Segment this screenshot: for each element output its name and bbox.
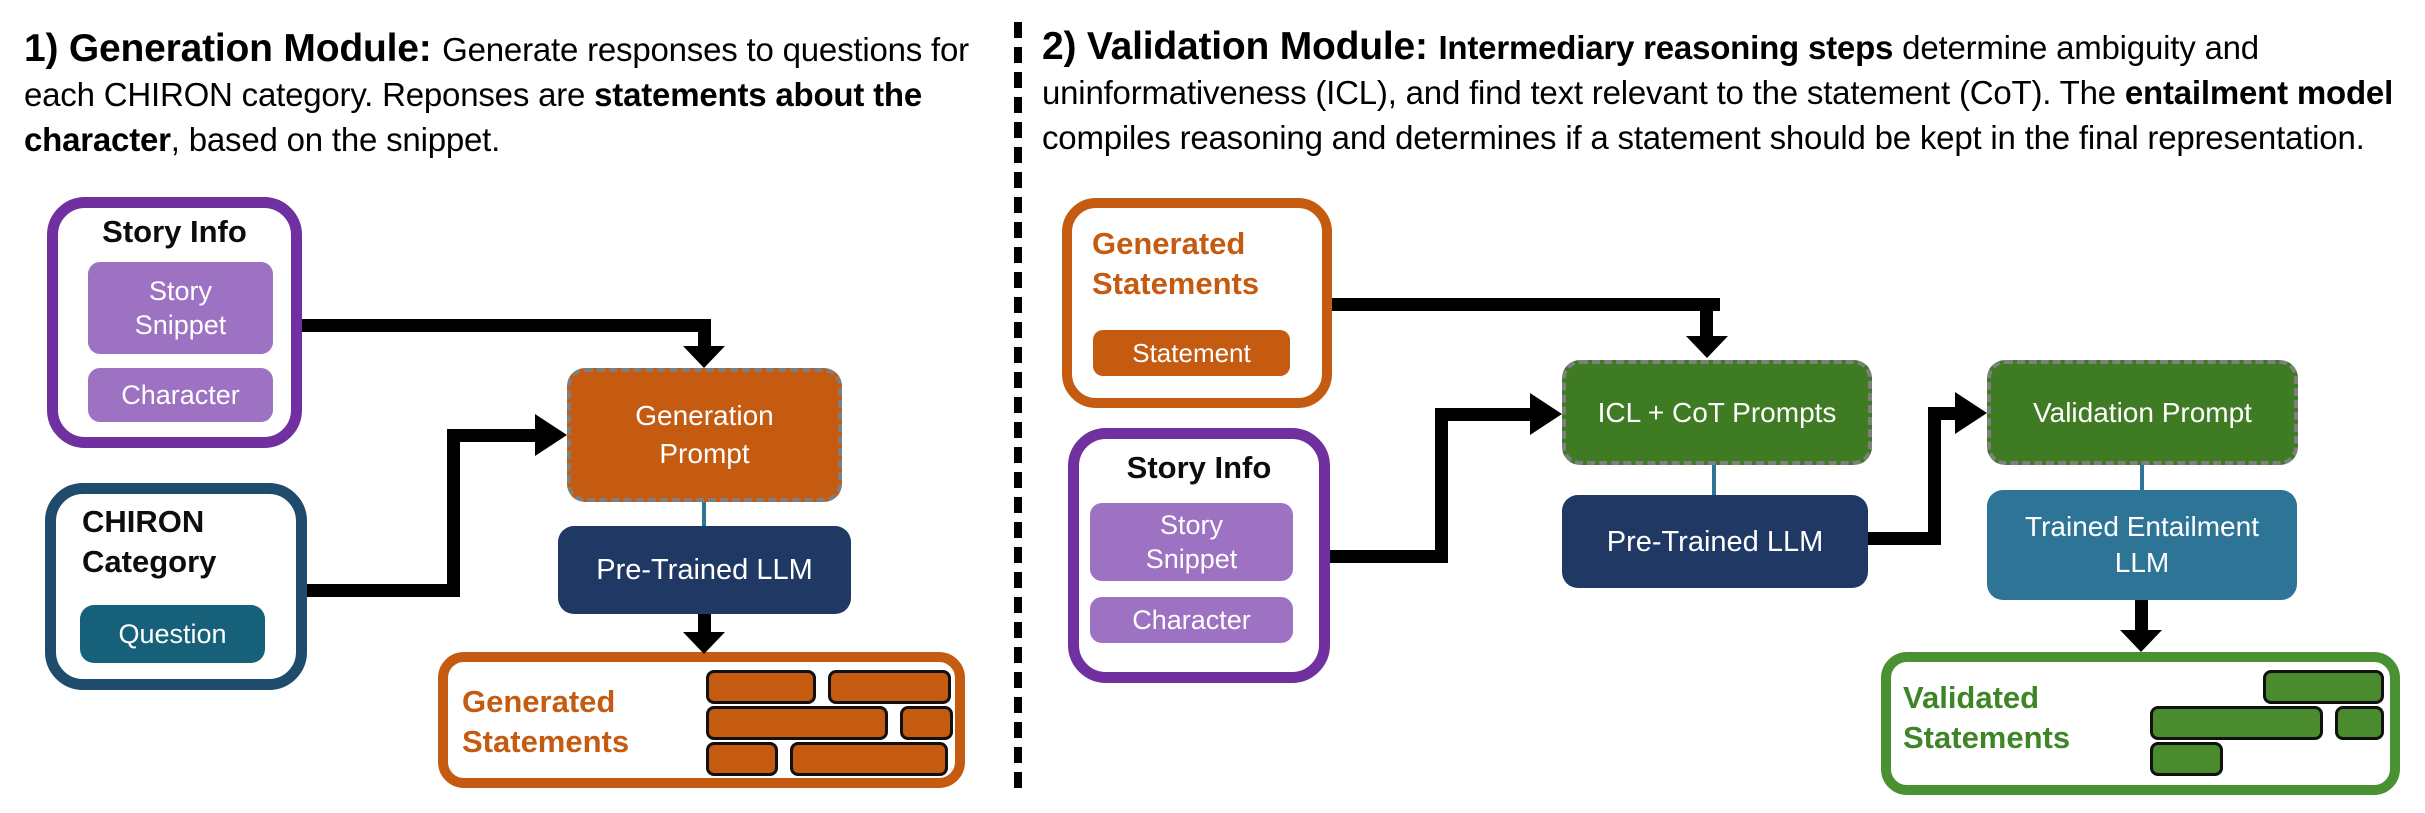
statement-bar [790, 742, 948, 776]
arrowhead-into-generated-statements [683, 632, 725, 654]
arrow-llm-to-validation-horizontal1 [1868, 532, 1941, 545]
story-snippet-label: Story Snippet [134, 276, 227, 340]
story-snippet-chip-validation: Story Snippet [1090, 503, 1293, 581]
story-snippet-chip: Story Snippet [88, 262, 273, 354]
statement-bar [706, 706, 888, 740]
arrow-snippet-to-prompt-vertical [698, 319, 711, 348]
connector-icl-to-llm [1712, 465, 1716, 495]
connector-prompt-to-llm [702, 502, 706, 526]
statement-bar [2150, 742, 2223, 776]
arrow-entailment-to-validated-vertical [2135, 600, 2148, 632]
arrowhead-into-validation-prompt-left [1955, 392, 1987, 434]
arrow-llm-to-validation-vertical [1928, 407, 1941, 545]
arrow-snippet-to-prompt-horizontal [302, 319, 711, 332]
pretrained-llm-box-validation: Pre-Trained LLM [1562, 495, 1868, 588]
story-info-title: Story Info [102, 214, 247, 249]
icl-cot-prompts-box: ICL + CoT Prompts [1562, 360, 1872, 465]
arrowhead-into-generation-prompt-left [535, 414, 567, 456]
arrow-chiron-to-prompt-horizontal1 [307, 584, 460, 597]
arrowhead-into-icl-top [1686, 336, 1728, 358]
connector-validation-to-entailment [2140, 465, 2144, 490]
statement-bar [2335, 706, 2384, 740]
character-chip-validation: Character [1090, 597, 1293, 643]
statement-bar [828, 670, 951, 704]
arrow-chiron-to-prompt-vertical [447, 429, 460, 597]
arrow-statements-to-icl-horizontal [1332, 298, 1720, 311]
statement-bar [900, 706, 953, 740]
statement-bar [706, 742, 778, 776]
character-chip: Character [88, 368, 273, 422]
arrow-llm-to-validation-horizontal2 [1928, 407, 1956, 420]
arrow-llm-to-generated-vertical [698, 614, 711, 634]
arrowhead-into-icl-left [1530, 393, 1562, 435]
validation-prompt-box: Validation Prompt [1987, 360, 2298, 465]
trained-entailment-llm-label: Trained Entailment LLM [2025, 511, 2259, 578]
statement-bar [706, 670, 816, 704]
arrowhead-into-generation-prompt-top [683, 346, 725, 368]
story-snippet-label-validation: Story Snippet [1145, 510, 1238, 574]
arrow-snippet-to-icl-horizontal2 [1435, 408, 1530, 421]
arrowhead-into-validated-statements [2120, 630, 2162, 652]
trained-entailment-llm-box: Trained Entailment LLM [1987, 490, 2297, 600]
statement-bar [2263, 670, 2384, 704]
generation-prompt-box: Generation Prompt [567, 368, 842, 502]
generated-statements-input-title: Generated Statements [1092, 226, 1260, 301]
arrow-statements-to-icl-vertical [1700, 298, 1713, 336]
chiron-category-title: CHIRON Category [82, 504, 217, 579]
arrow-snippet-to-icl-vertical [1435, 408, 1448, 563]
generation-prompt-label: Generation Prompt [635, 400, 774, 469]
arrow-chiron-to-prompt-horizontal2 [447, 429, 535, 442]
validation-module-header: 2) Validation Module: Intermediary reaso… [1042, 25, 2394, 156]
generated-statements-title: Generated Statements [462, 684, 630, 759]
validated-statements-title: Validated Statements [1903, 680, 2071, 755]
statement-chip: Statement [1093, 330, 1290, 376]
pretrained-llm-box: Pre-Trained LLM [558, 526, 851, 614]
generated-statement-bars [706, 670, 954, 776]
statement-bar [2150, 706, 2324, 740]
panel-divider-dashed-line [1014, 22, 1022, 796]
generation-module-header: 1) Generation Module: Generate responses… [24, 27, 969, 158]
arrow-snippet-to-icl-horizontal1 [1330, 550, 1448, 563]
validated-statement-bars [2150, 670, 2384, 776]
question-chip: Question [80, 605, 265, 663]
story-info-title-validation: Story Info [1126, 450, 1272, 485]
